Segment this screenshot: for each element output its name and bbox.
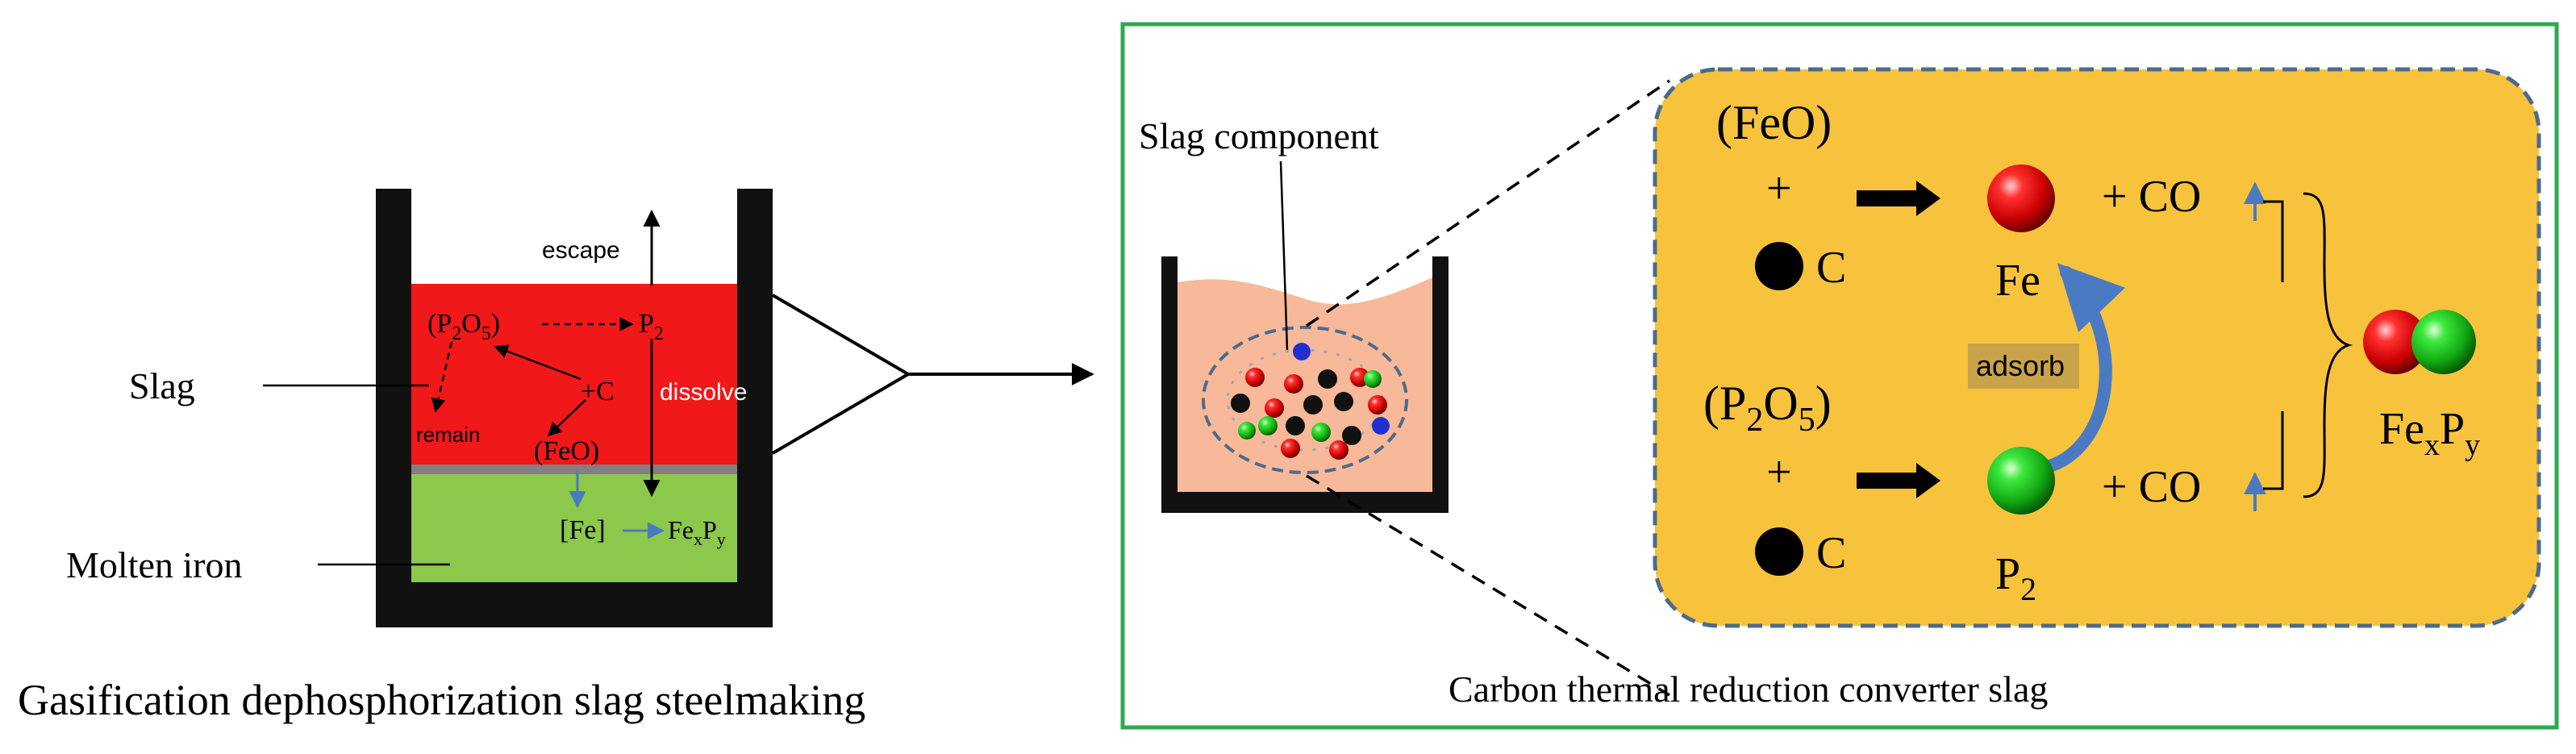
- feo-reactant: (FeO): [1716, 96, 1832, 149]
- p2o5-reactant: (P2O5): [1703, 377, 1832, 439]
- furnace-vessel: [376, 189, 773, 627]
- slag-label: Slag: [129, 365, 195, 406]
- zoom-dash-top: [1306, 79, 1670, 327]
- adsorb-badge: [1968, 344, 2079, 389]
- right-caption: Carbon thermal reduction converter slag: [1448, 669, 2048, 710]
- carbon-atom-bottom: [1755, 527, 1803, 576]
- slag-layer: [394, 284, 755, 464]
- c-to-feo-arrow: [547, 399, 586, 437]
- p2-label-right: P2: [1995, 549, 2036, 607]
- arrow-top: [1857, 181, 1940, 216]
- escape-label: escape: [542, 237, 620, 264]
- adsorb-label: adsorb: [1976, 349, 2065, 382]
- p2-atom: [1987, 447, 2055, 514]
- remain-label: remain: [416, 423, 480, 447]
- fe-bracket-label: [Fe]: [560, 515, 606, 545]
- plus-c-label: +C: [581, 377, 615, 406]
- mini-slag: [1178, 277, 1432, 492]
- co-bottom: + CO: [2102, 462, 2201, 512]
- fe-label: Fe: [1995, 256, 2040, 306]
- zoom-line-bottom: [771, 373, 910, 455]
- bracket-bottom: [2263, 411, 2284, 490]
- slag-sample-ellipse: [1202, 326, 1408, 474]
- carbon-atom-top: [1755, 242, 1803, 290]
- left-caption: Gasification dephosphorization slag stee…: [18, 676, 865, 724]
- arrow-bottom: [1857, 463, 1940, 498]
- feo-label: (FeO): [534, 436, 599, 466]
- c-label-top: C: [1816, 243, 1846, 293]
- molten-iron-label: Molten iron: [66, 544, 242, 585]
- fexpy-label-left: FexPy: [668, 515, 726, 549]
- fexpy-label-right: FexPy: [2379, 404, 2480, 462]
- zoom-line-top: [771, 294, 910, 376]
- p2-label: P2: [639, 309, 664, 344]
- product-p-atom: [2411, 310, 2476, 374]
- plus-bottom: +: [1766, 448, 1792, 498]
- slag-iron-interface: [394, 464, 755, 474]
- p2o5-label: (P2O5): [427, 309, 500, 344]
- fe-atom: [1987, 165, 2055, 232]
- curly-brace: [2303, 192, 2353, 498]
- co-top: + CO: [2102, 172, 2201, 222]
- remain-arrow: [431, 341, 453, 413]
- adsorb-arrow: [2037, 263, 2126, 474]
- left-panel: escape (P2O5) P2 +C remain dissolve (FeO…: [18, 189, 1094, 724]
- slag-component-label: Slag component: [1139, 115, 1379, 156]
- right-panel: Slag component (FeO) + C Fe + CO adsorb …: [1120, 22, 2559, 730]
- c-label-bottom: C: [1816, 528, 1846, 578]
- slag-component-leader: [1279, 160, 1289, 351]
- bracket-top: [2263, 200, 2284, 282]
- slag-particles: [1231, 343, 1390, 460]
- c-to-p2o5-arrow: [494, 344, 581, 381]
- plus-top: +: [1766, 164, 1792, 214]
- dissolve-label: dissolve: [660, 379, 747, 406]
- product-fe-atom: [2363, 310, 2428, 374]
